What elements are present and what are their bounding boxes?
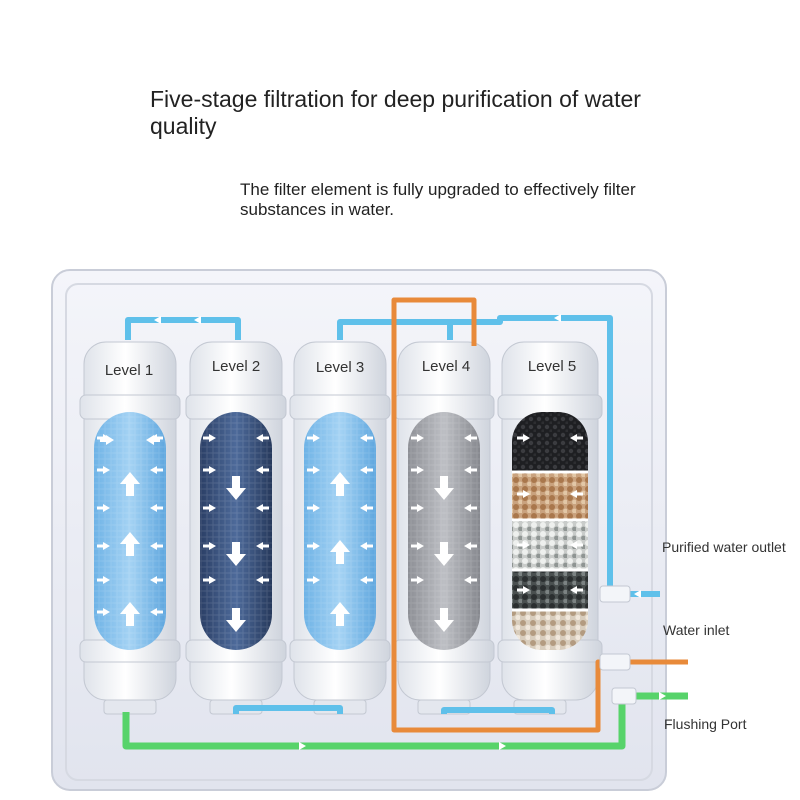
headline: Five-stage filtration for deep purificat… (150, 86, 641, 139)
subheadline: The filter element is fully upgraded to … (240, 180, 636, 219)
raw-water-line (391, 297, 688, 733)
cartridge-label: Level 5 (528, 358, 576, 375)
cartridge-label: Level 1 (105, 362, 153, 379)
side-inward-arrows (97, 434, 583, 616)
inward-arrows (100, 435, 160, 445)
cartridge-level-3 (289, 341, 391, 715)
line-flow-arrows (154, 314, 666, 750)
cartridge-level-4 (393, 341, 495, 715)
port-fittings (599, 585, 637, 705)
water-inlet-label: Water inlet (663, 622, 730, 638)
cartridge-level-2 (185, 341, 287, 715)
cartridge-label: Level 2 (212, 358, 260, 375)
flush-line (122, 692, 688, 750)
cartridge-level-1 (79, 341, 181, 715)
flow-arrows (97, 434, 583, 632)
main-flow-arrow-level-4 (434, 476, 454, 632)
cartridge-labels: Level 1 Level 2 Level 3 Level 4 Level 5 (105, 358, 576, 379)
flushing-port-label: Flushing Port (664, 716, 747, 732)
purified-outlet-label: Purified water outlet (662, 539, 786, 555)
cartridge-level-5 (497, 341, 603, 715)
main-flow-arrow-level-2 (226, 476, 246, 632)
cartridge-label: Level 4 (422, 358, 470, 375)
main-flow-arrow-level-3 (330, 472, 350, 626)
main-flow-arrow-level-1 (120, 472, 140, 626)
cartridge-label: Level 3 (316, 359, 364, 376)
cartridges (79, 341, 603, 715)
